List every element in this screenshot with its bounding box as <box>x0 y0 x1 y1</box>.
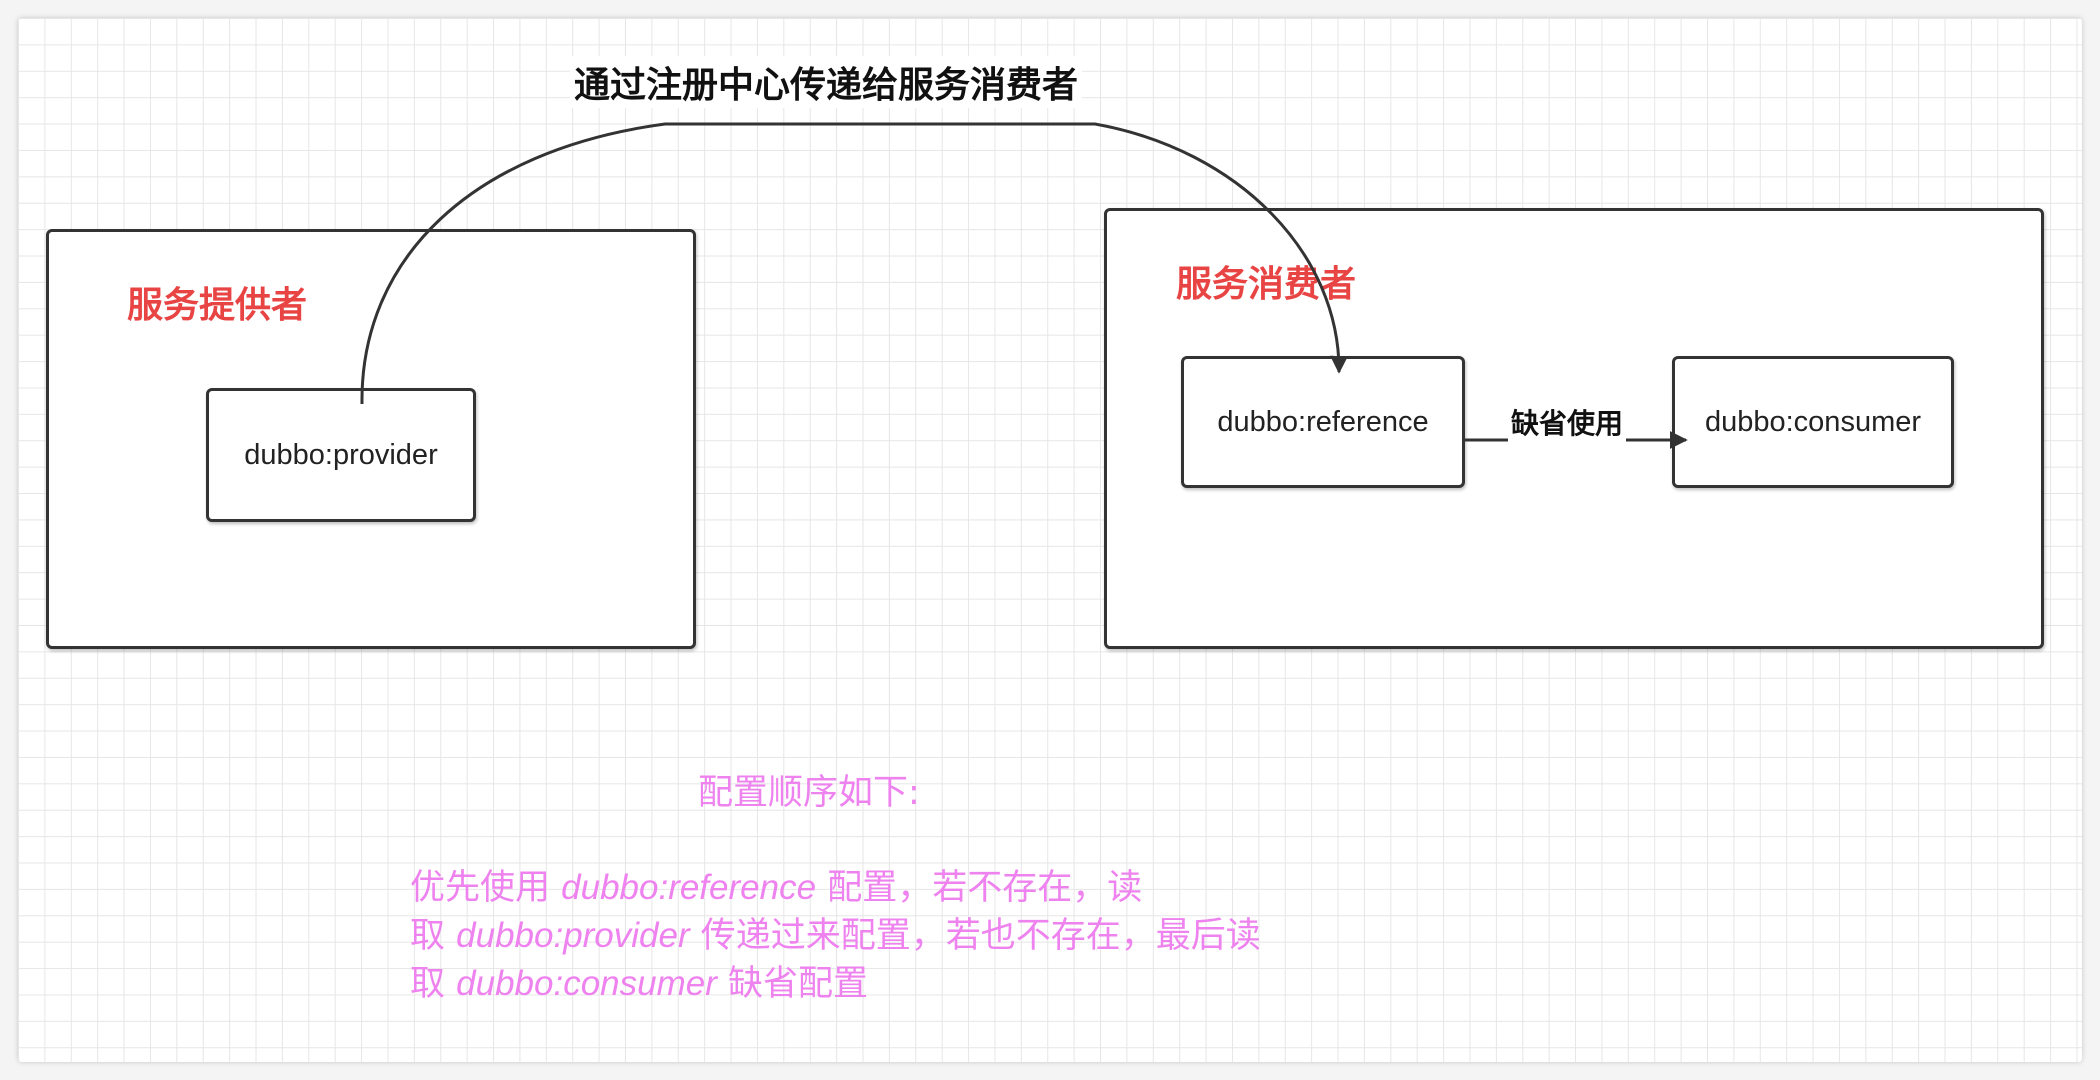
note-line-3: 取 dubbo:consumer 缺省配置 <box>410 960 1261 1008</box>
default-use-edge-label: 缺省使用 <box>1508 402 1627 442</box>
note-line-1-code: dubbo:reference <box>561 868 817 907</box>
note-line-3-prefix: 取 <box>410 964 457 1004</box>
note-line-1-suffix: 配置，若不存在，读 <box>816 868 1143 908</box>
note-line-3-suffix: 缺省配置 <box>716 964 869 1004</box>
note-title: 配置顺序如下: <box>698 773 920 813</box>
dubbo-consumer-label: dubbo:consumer <box>1704 405 1922 438</box>
registry-edge-label: 通过注册中心传递给服务消费者 <box>570 56 1083 108</box>
note-line-1-prefix: 优先使用 <box>410 868 562 908</box>
provider-group-title: 服务提供者 <box>127 285 308 326</box>
dubbo-reference-node[interactable]: dubbo:reference <box>1181 356 1465 488</box>
note-line-1: 优先使用 dubbo:reference 配置，若不存在，读 <box>410 864 1261 912</box>
note-line-2-code: dubbo:provider <box>456 916 690 955</box>
note-line-2-prefix: 取 <box>410 916 457 956</box>
config-order-note: 配置顺序如下: 优先使用 dubbo:reference 配置，若不存在，读 取… <box>410 770 1261 1008</box>
note-line-2: 取 dubbo:provider 传递过来配置，若也不存在，最后读 <box>410 912 1261 960</box>
note-line-3-code: dubbo:consumer <box>456 964 717 1003</box>
dubbo-reference-label: dubbo:reference <box>1217 405 1429 438</box>
dubbo-provider-node[interactable]: dubbo:provider <box>206 388 476 522</box>
consumer-group-title: 服务消费者 <box>1176 264 1357 305</box>
note-spacer <box>410 817 1261 864</box>
dubbo-consumer-node[interactable]: dubbo:consumer <box>1672 356 1954 488</box>
dubbo-provider-label: dubbo:provider <box>244 438 438 471</box>
note-line-2-suffix: 传递过来配置，若也不存在，最后读 <box>689 916 1261 956</box>
